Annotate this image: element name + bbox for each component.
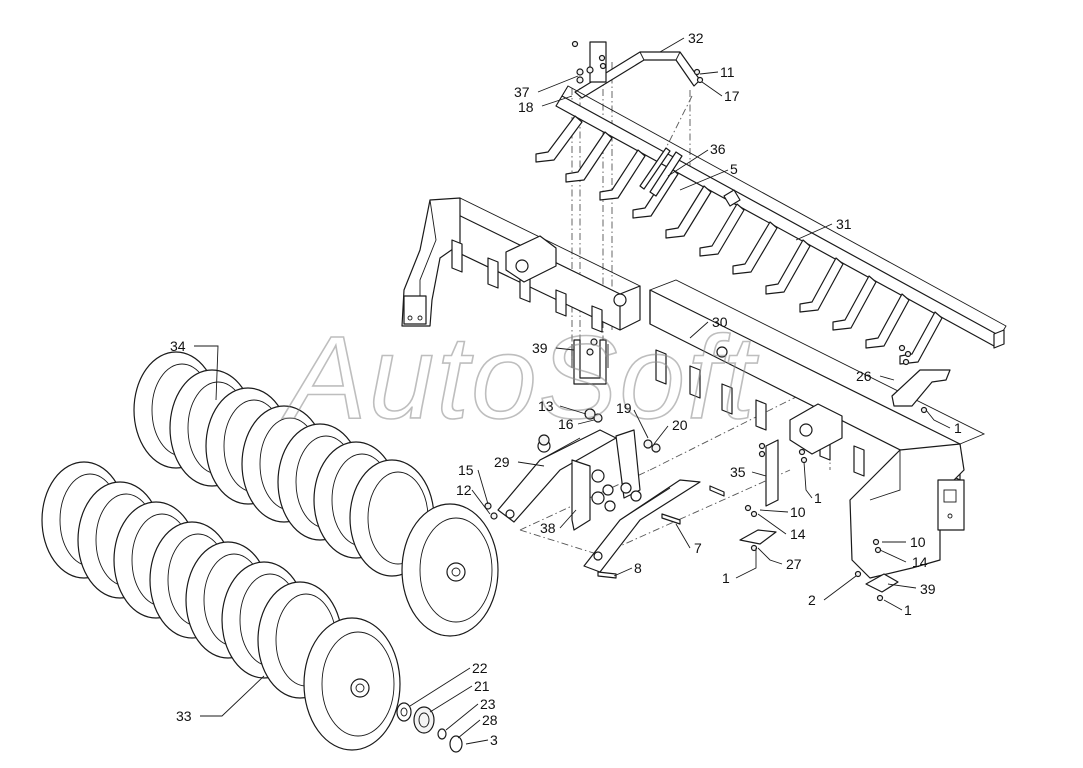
callout-17: 17	[724, 88, 740, 104]
callout-3: 3	[490, 732, 498, 748]
part-39-u-bolt	[571, 338, 609, 385]
callout-10-right: 10	[910, 534, 926, 550]
callout-34: 34	[170, 338, 186, 354]
hub-hardware	[396, 702, 463, 753]
disc-front	[401, 503, 499, 637]
callout-7: 7	[694, 540, 702, 556]
disc-front	[303, 617, 401, 751]
callout-1-frame: 1	[814, 490, 822, 506]
part-38-center-arm	[571, 459, 616, 531]
callout-19: 19	[616, 400, 632, 416]
callout-14-right: 14	[912, 554, 928, 570]
callout-36: 36	[710, 141, 726, 157]
callout-32: 32	[688, 30, 704, 46]
callout-30: 30	[712, 314, 728, 330]
callout-labels: 32 37 18 11 17 36 5 31 30 39 34 13 16 19…	[170, 30, 962, 748]
callout-1-lower: 1	[722, 570, 730, 586]
callout-23: 23	[480, 696, 496, 712]
callout-21: 21	[474, 678, 490, 694]
part-30-main-frame	[401, 197, 986, 579]
hardware-bolts-nuts	[484, 408, 899, 602]
leader-lines	[194, 37, 951, 745]
callout-35: 35	[730, 464, 746, 480]
callout-38: 38	[540, 520, 556, 536]
watermark-text: AutoSoft	[282, 312, 759, 444]
callout-16: 16	[558, 416, 574, 432]
part-34-disc-gang-upper	[133, 351, 499, 637]
callout-37: 37	[514, 84, 530, 100]
callout-22: 22	[472, 660, 488, 676]
callout-31: 31	[836, 216, 852, 232]
callout-27: 27	[786, 556, 802, 572]
callout-20: 20	[672, 417, 688, 433]
callout-8: 8	[634, 560, 642, 576]
callout-5: 5	[730, 161, 738, 177]
callout-2: 2	[808, 592, 816, 608]
callout-39-ubolt: 39	[532, 340, 548, 356]
callout-39-clamp: 39	[920, 581, 936, 597]
callout-1-scraper: 1	[954, 420, 962, 436]
callout-33: 33	[176, 708, 192, 724]
callout-14-left: 14	[790, 526, 806, 542]
part-32-upper-bracket	[571, 40, 704, 99]
part-26-scraper	[891, 344, 951, 414]
callout-15: 15	[458, 462, 474, 478]
part-31-tine-bar	[535, 85, 1007, 365]
callout-28: 28	[482, 712, 498, 728]
callout-11: 11	[720, 64, 735, 80]
callout-18: 18	[518, 99, 534, 115]
callout-29: 29	[494, 454, 510, 470]
callout-12: 12	[456, 482, 472, 498]
callout-26: 26	[856, 368, 872, 384]
callout-10-left: 10	[790, 504, 806, 520]
part-33-disc-gang-lower	[41, 461, 401, 751]
callout-1-clamp: 1	[904, 602, 912, 618]
callout-13: 13	[538, 398, 554, 414]
